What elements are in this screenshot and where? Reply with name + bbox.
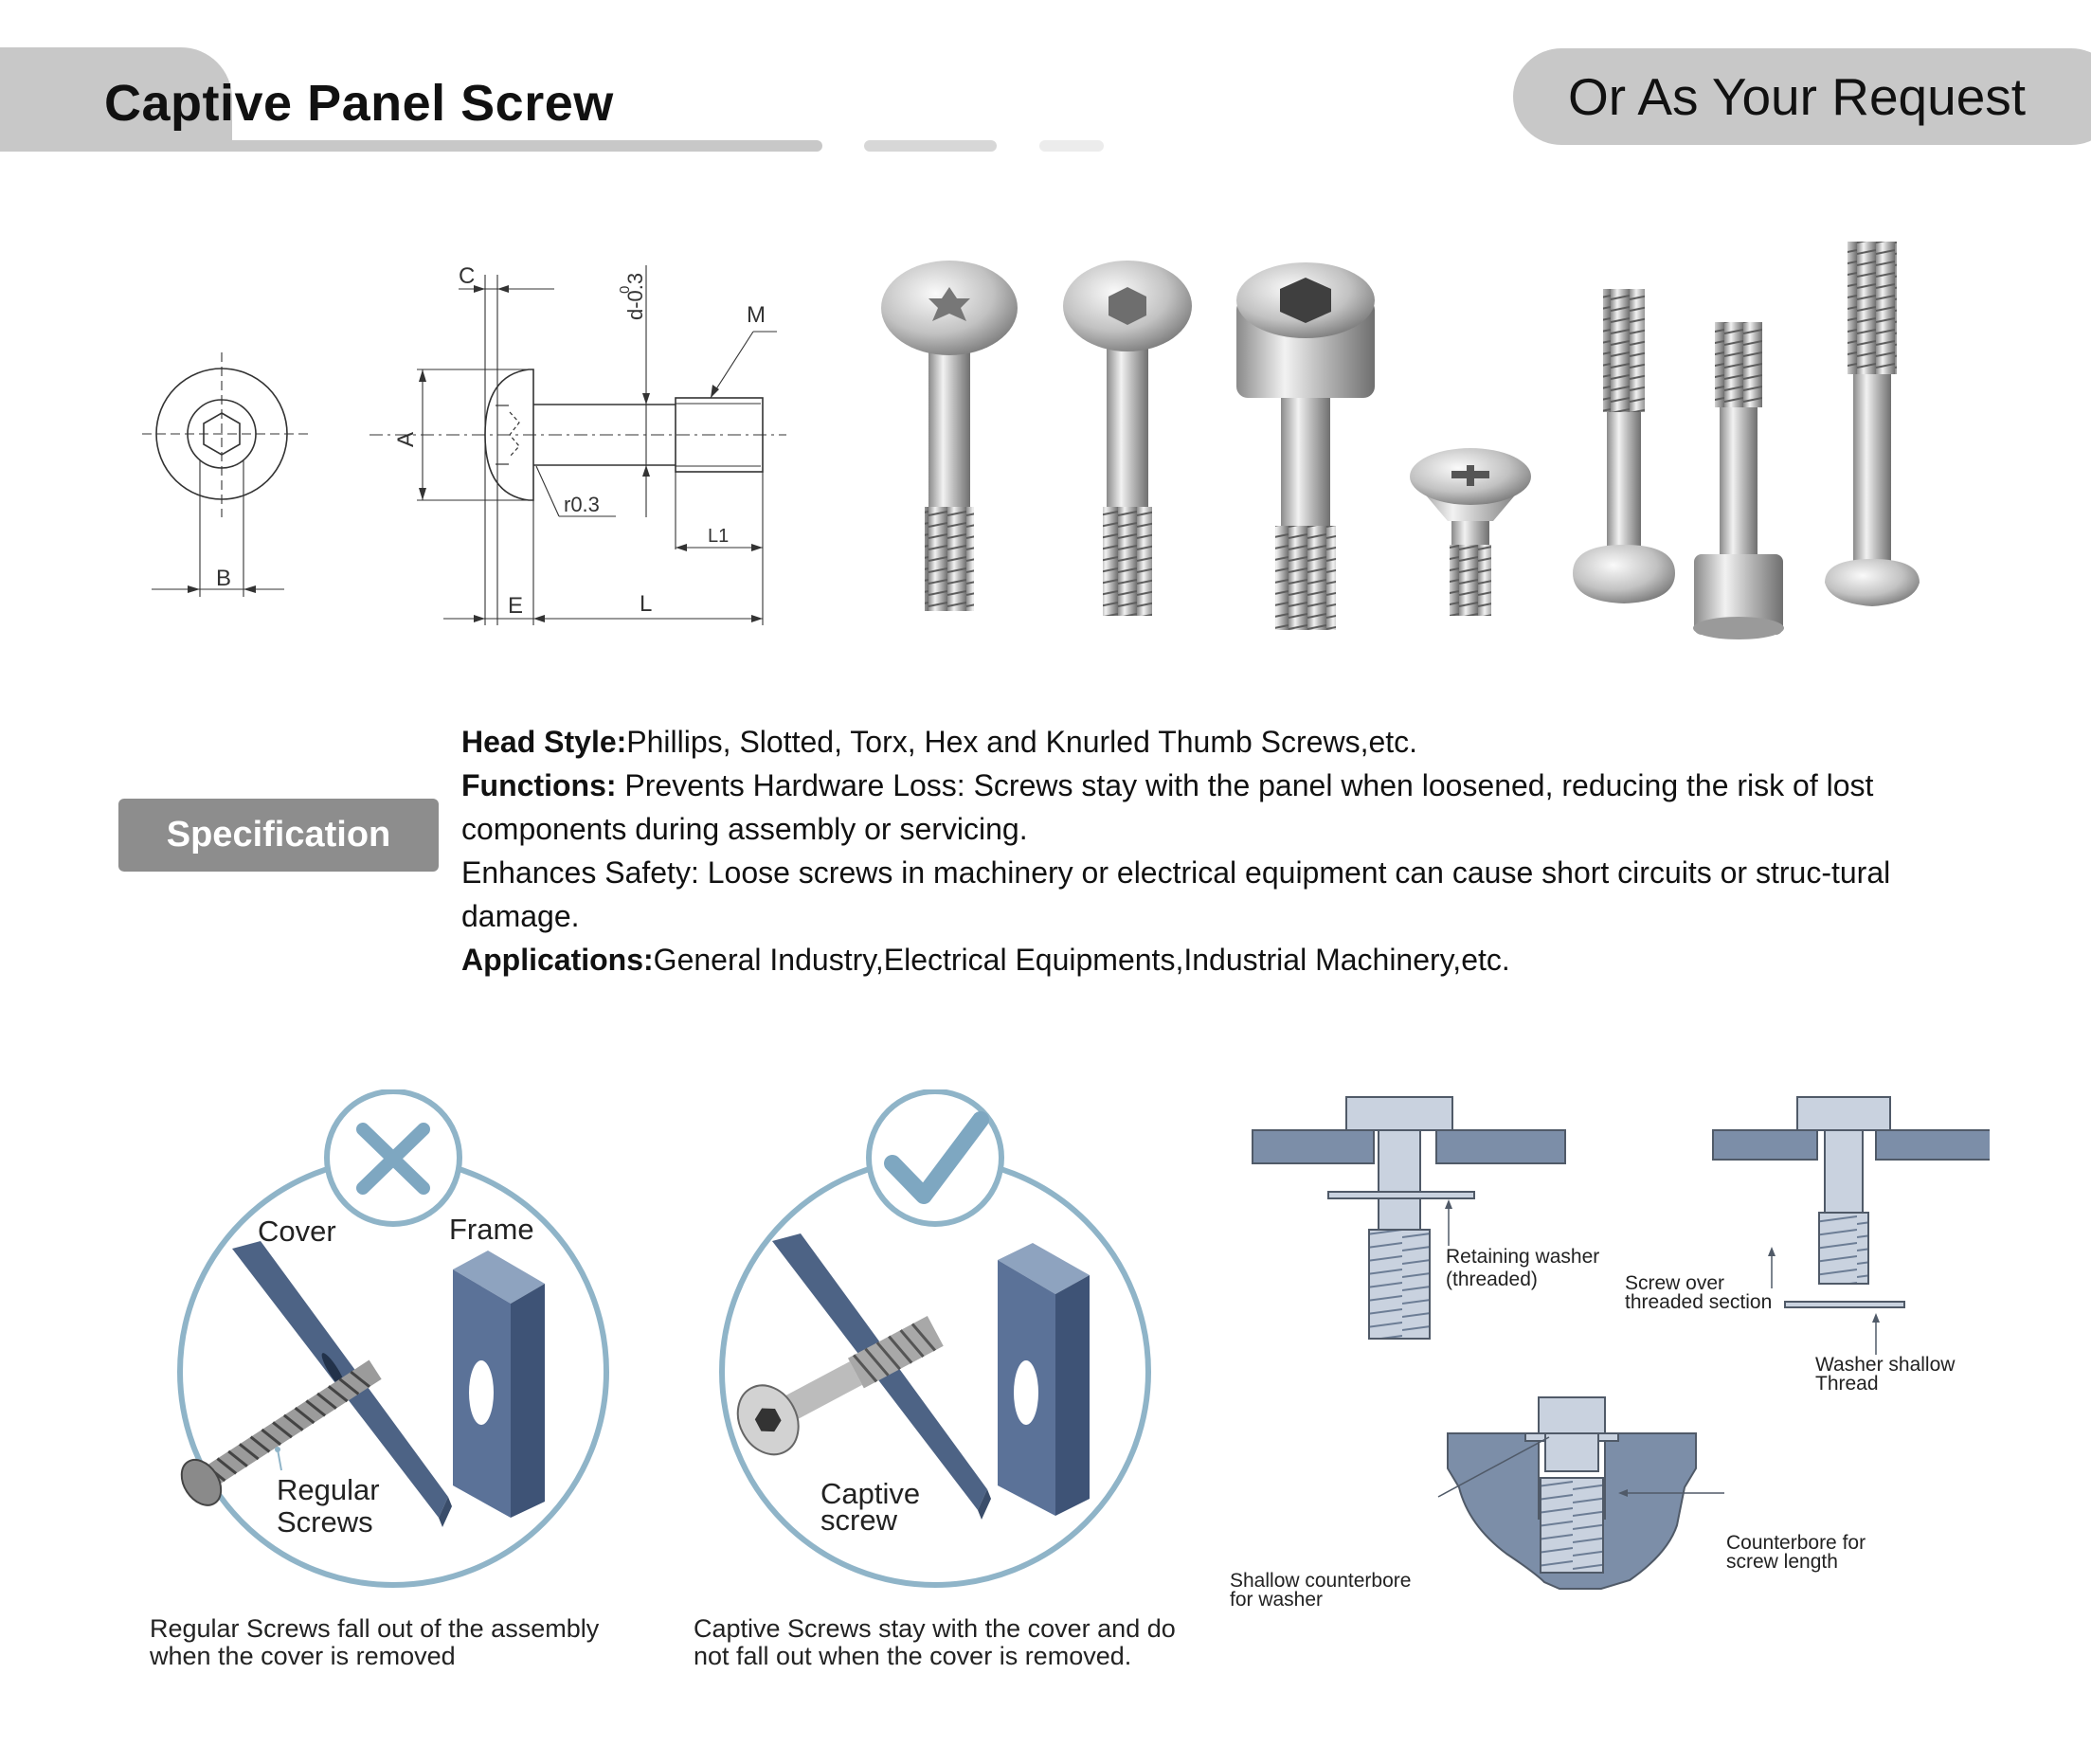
head-style-value: Phillips, Slotted, Torx, Hex and Knurled…: [626, 725, 1418, 759]
captive-caption-1: Captive Screws stay with the cover and d…: [694, 1614, 1176, 1643]
side-view: A C d-0.3 0 M r0.3 L1 E: [370, 263, 786, 625]
title-dash-2: [1039, 140, 1104, 152]
screw-over-thread-diagram: [1712, 1096, 1990, 1355]
front-view: B: [142, 352, 308, 597]
title-dash-1: [864, 140, 997, 152]
captive-caption-2: not fall out when the cover is removed.: [694, 1642, 1132, 1670]
dim-a-label: A: [393, 432, 419, 447]
regular-screw-drawing: [180, 1359, 382, 1506]
functions-label: Functions:: [461, 768, 617, 802]
regular-caption-1: Regular Screws fall out of the assembly: [150, 1614, 600, 1643]
screw-photos: [881, 242, 1920, 639]
regular-screws-label-2: Screws: [277, 1505, 373, 1539]
dim-c-label: C: [459, 263, 475, 289]
long-button-screw-photo: [1825, 242, 1920, 606]
spec-functions: Functions: Prevents Hardware Loss: Screw…: [461, 764, 1902, 851]
retaining-washer-label-1: Retaining washer: [1446, 1246, 1600, 1268]
thread-m-label: M: [747, 302, 766, 328]
retaining-washer-diagram: [1252, 1096, 1566, 1340]
regular-caption-2: when the cover is removed: [150, 1642, 456, 1670]
pan-head-thin-screw-photo: [1573, 289, 1675, 603]
torx-pan-screw-photo: [881, 261, 1018, 611]
counterbore-diagram: [1437, 1396, 1724, 1590]
dim-l1-label: L1: [708, 526, 729, 547]
captive-screw-label-1: Captive: [820, 1477, 921, 1510]
captive-screw-label-2: screw: [820, 1503, 897, 1537]
knurled-thumb-screw-photo: [1693, 322, 1784, 639]
radius-label: r0.3: [564, 493, 600, 516]
retention-method-diagrams: [1252, 1096, 1990, 1590]
washer-shallow-label-2: Thread: [1815, 1373, 1879, 1395]
dim-d-tolerance: 0: [617, 286, 633, 294]
hex-button-screw-photo: [1063, 261, 1192, 616]
dim-e-label: E: [508, 593, 523, 619]
cross-icon: [356, 1123, 430, 1195]
shallow-counterbore-label-2: for washer: [1230, 1589, 1324, 1611]
functions-value: Prevents Hardware Loss: Screws stay with…: [461, 768, 1874, 846]
retaining-washer-label-2: (threaded): [1446, 1269, 1538, 1290]
spec-safety: Enhances Safety: Loose screws in machine…: [461, 855, 1891, 933]
request-pill: [1513, 48, 2091, 145]
captive-screw-illustration: [719, 1089, 1151, 1588]
applications-label: Applications:: [461, 943, 654, 977]
counterbore-label-1: Counterbore for: [1726, 1532, 1866, 1554]
request-text: Or As Your Request: [1568, 67, 2027, 126]
cover-label: Cover: [258, 1215, 336, 1248]
spec-head-style: Head Style:Phillips, Slotted, Torx, Hex …: [461, 720, 1902, 764]
dim-d-label: d-0.3: [623, 273, 647, 320]
captive-screw-drawing: [736, 1316, 944, 1456]
technical-drawing: B A C d-0.3 0: [142, 263, 786, 625]
specification-badge: Specification: [118, 799, 439, 872]
specification-text: Head Style:Phillips, Slotted, Torx, Hex …: [461, 720, 1902, 981]
counterbore-label-2: screw length: [1726, 1551, 1838, 1573]
applications-value: General Industry,Electrical Equipments,I…: [653, 943, 1510, 977]
page-title: Captive Panel Screw: [104, 75, 614, 132]
knurled-socket-screw-photo: [1236, 262, 1375, 630]
phillips-flat-screw-photo: [1410, 448, 1531, 616]
screw-over-label-2: threaded section: [1625, 1291, 1773, 1313]
dim-b-label: B: [216, 566, 231, 591]
washer-shallow-label-1: Washer shallow: [1815, 1354, 1956, 1376]
screw-over-label-1: Screw over: [1625, 1272, 1725, 1294]
shallow-counterbore-label-1: Shallow counterbore: [1230, 1570, 1412, 1592]
regular-screws-label-1: Regular: [277, 1473, 380, 1506]
title-tab-background: [0, 47, 232, 150]
regular-screws-illustration: [177, 1089, 609, 1588]
head-style-label: Head Style:: [461, 725, 627, 759]
frame-label: Frame: [449, 1213, 534, 1246]
dim-l-label: L: [640, 591, 652, 617]
title-underline-bar: [0, 140, 822, 152]
spec-applications: Applications:General Industry,Electrical…: [461, 938, 1902, 981]
checkmark-icon: [884, 1111, 989, 1204]
